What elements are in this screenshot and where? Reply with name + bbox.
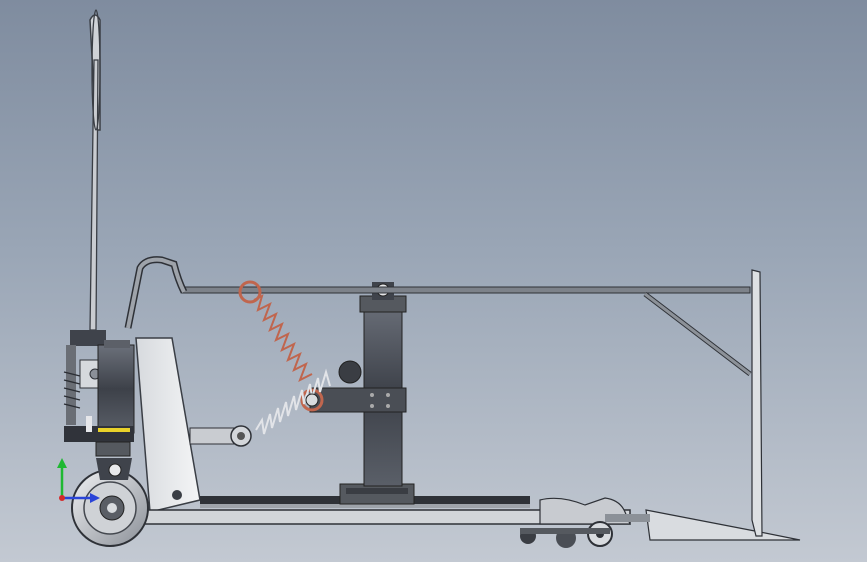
pump-assembly [63,330,135,457]
side-plate [135,337,201,513]
pump-spring [63,371,81,409]
coordinate-triad-icon [57,458,100,503]
top-boom-bar [124,256,763,537]
front-wheel-pair [520,521,613,548]
steer-wheel [71,458,149,547]
pallet-handle[interactable] [89,9,101,331]
mast-post [309,282,407,487]
white-compression-spring [189,368,331,447]
red-tension-spring [238,280,324,412]
